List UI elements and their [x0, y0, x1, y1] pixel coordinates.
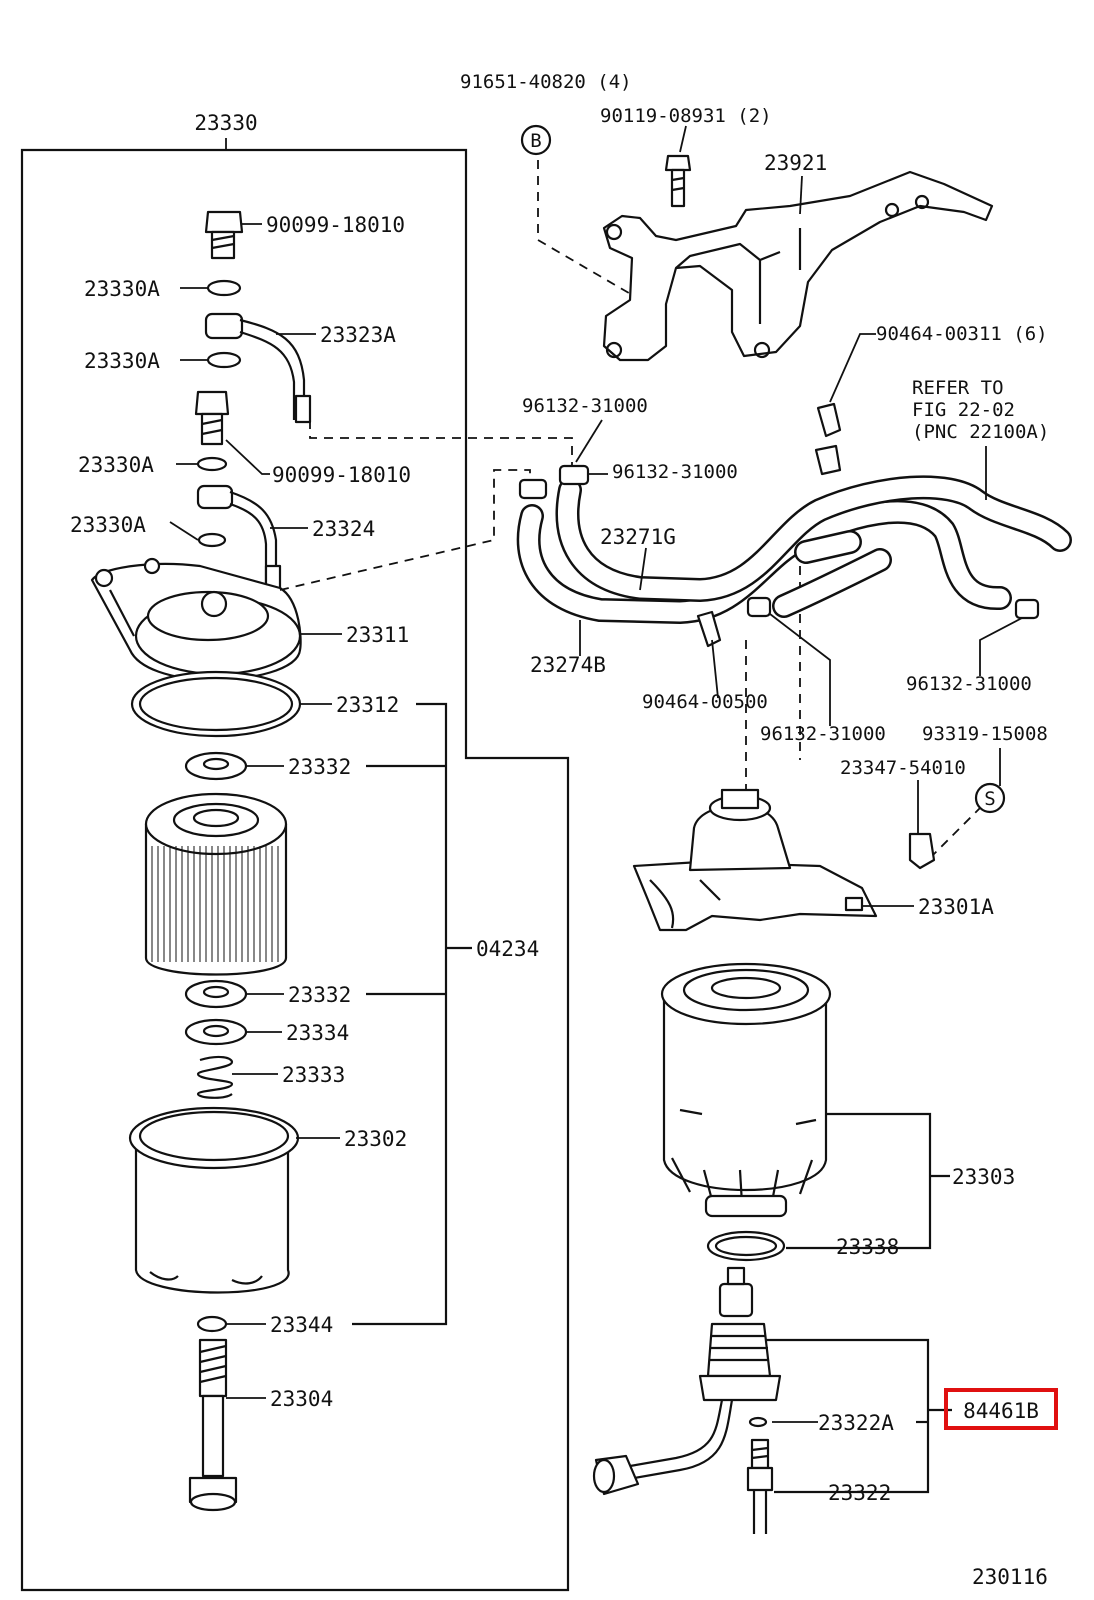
label-23302: 23302	[344, 1127, 407, 1151]
union-bolt-top	[204, 210, 244, 260]
pipe-23323A	[204, 312, 312, 424]
marker-B-label: B	[530, 130, 541, 152]
o-ring-23338	[706, 1230, 786, 1262]
label-91651-40820: 91651-40820 (4)	[460, 71, 632, 93]
label-23322A: 23322A	[818, 1411, 894, 1435]
label-90464-00311: 90464-00311 (6)	[876, 323, 1048, 345]
water-sensor-84461B	[592, 1266, 782, 1496]
assembly-23330-frame	[20, 138, 570, 1592]
label-refer-line1: REFER TO	[912, 377, 1004, 399]
filter-head-23311	[90, 557, 302, 682]
label-23333: 23333	[282, 1063, 345, 1087]
union-bolt-lower	[194, 390, 230, 446]
label-90464-00500: 90464-00500	[642, 691, 768, 713]
o-ring-23312	[130, 670, 302, 738]
center-bolt-23304	[188, 1338, 238, 1512]
bolt-90119-08931	[664, 154, 692, 208]
label-23322: 23322	[828, 1481, 891, 1505]
highlighted-part-84461B[interactable]: 84461B	[944, 1388, 1058, 1430]
label-23303: 23303	[952, 1165, 1015, 1189]
right-leader-lines	[575, 125, 1023, 1494]
part-labels: 23330 90099-18010 23330A 23323A 23330A 2…	[70, 71, 1049, 1589]
label-23334: 23334	[286, 1021, 349, 1045]
label-23921: 23921	[764, 151, 827, 175]
switch-23322	[746, 1438, 774, 1534]
washer-23330A-1	[206, 279, 242, 297]
label-04234: 04234	[476, 937, 539, 961]
washer-23330A-4	[197, 532, 227, 548]
label-90099-18010-top: 90099-18010	[266, 213, 405, 237]
o-ring-23322A	[748, 1416, 768, 1428]
label-93319-15008: 93319-15008	[922, 723, 1048, 745]
seal-23332-bottom	[184, 979, 248, 1009]
label-23274B: 23274B	[530, 653, 606, 677]
label-23330: 23330	[194, 111, 257, 135]
label-refer-line3: (PNC 22100A)	[912, 421, 1049, 443]
left-leader-lines	[169, 223, 472, 1399]
filter-bowl-23302	[128, 1106, 300, 1294]
label-96132-31000-d: 96132-31000	[906, 673, 1032, 695]
label-23338: 23338	[836, 1235, 899, 1259]
label-23304: 23304	[270, 1387, 333, 1411]
label-90099-18010-lower: 90099-18010	[272, 463, 411, 487]
filter-head-23301A	[632, 788, 878, 932]
fuel-filter-23303	[660, 962, 832, 1218]
o-ring-23344	[196, 1315, 228, 1333]
label-23271G: 23271G	[600, 525, 676, 549]
label-23330A-1: 23330A	[84, 277, 160, 301]
label-23324: 23324	[312, 517, 375, 541]
label-23301A: 23301A	[918, 895, 994, 919]
marker-S: S	[974, 782, 1006, 814]
bracket-23921	[602, 170, 994, 362]
label-23330A-3: 23330A	[78, 453, 154, 477]
label-23312: 23312	[336, 693, 399, 717]
label-23344: 23344	[270, 1313, 333, 1337]
marker-S-label: S	[984, 788, 995, 810]
label-23332-bottom: 23332	[288, 983, 351, 1007]
label-96132-31000-a: 96132-31000	[522, 395, 648, 417]
filter-element-04234	[144, 792, 288, 976]
marker-B: B	[520, 124, 552, 156]
label-23347-54010: 23347-54010	[840, 757, 966, 779]
label-90119-08931: 90119-08931 (2)	[600, 105, 772, 127]
label-23332-top: 23332	[288, 755, 351, 779]
label-23311: 23311	[346, 623, 409, 647]
washer-23330A-3	[196, 456, 228, 472]
hose-clamps	[518, 402, 1040, 648]
seal-23332-top	[184, 751, 248, 781]
clip-23347	[908, 832, 936, 870]
figure-number: 230116	[972, 1565, 1048, 1589]
label-84461B[interactable]: 84461B	[963, 1399, 1039, 1423]
washer-23334	[184, 1018, 248, 1046]
label-23330A-2: 23330A	[84, 349, 160, 373]
label-refer-line2: FIG 22-02	[912, 399, 1015, 421]
label-96132-31000-c: 96132-31000	[760, 723, 886, 745]
label-96132-31000-b: 96132-31000	[612, 461, 738, 483]
label-23330A-4: 23330A	[70, 513, 146, 537]
hoses	[516, 475, 1072, 624]
spring-23333	[196, 1055, 234, 1099]
washer-23330A-2	[206, 351, 242, 369]
label-23323A: 23323A	[320, 323, 396, 347]
